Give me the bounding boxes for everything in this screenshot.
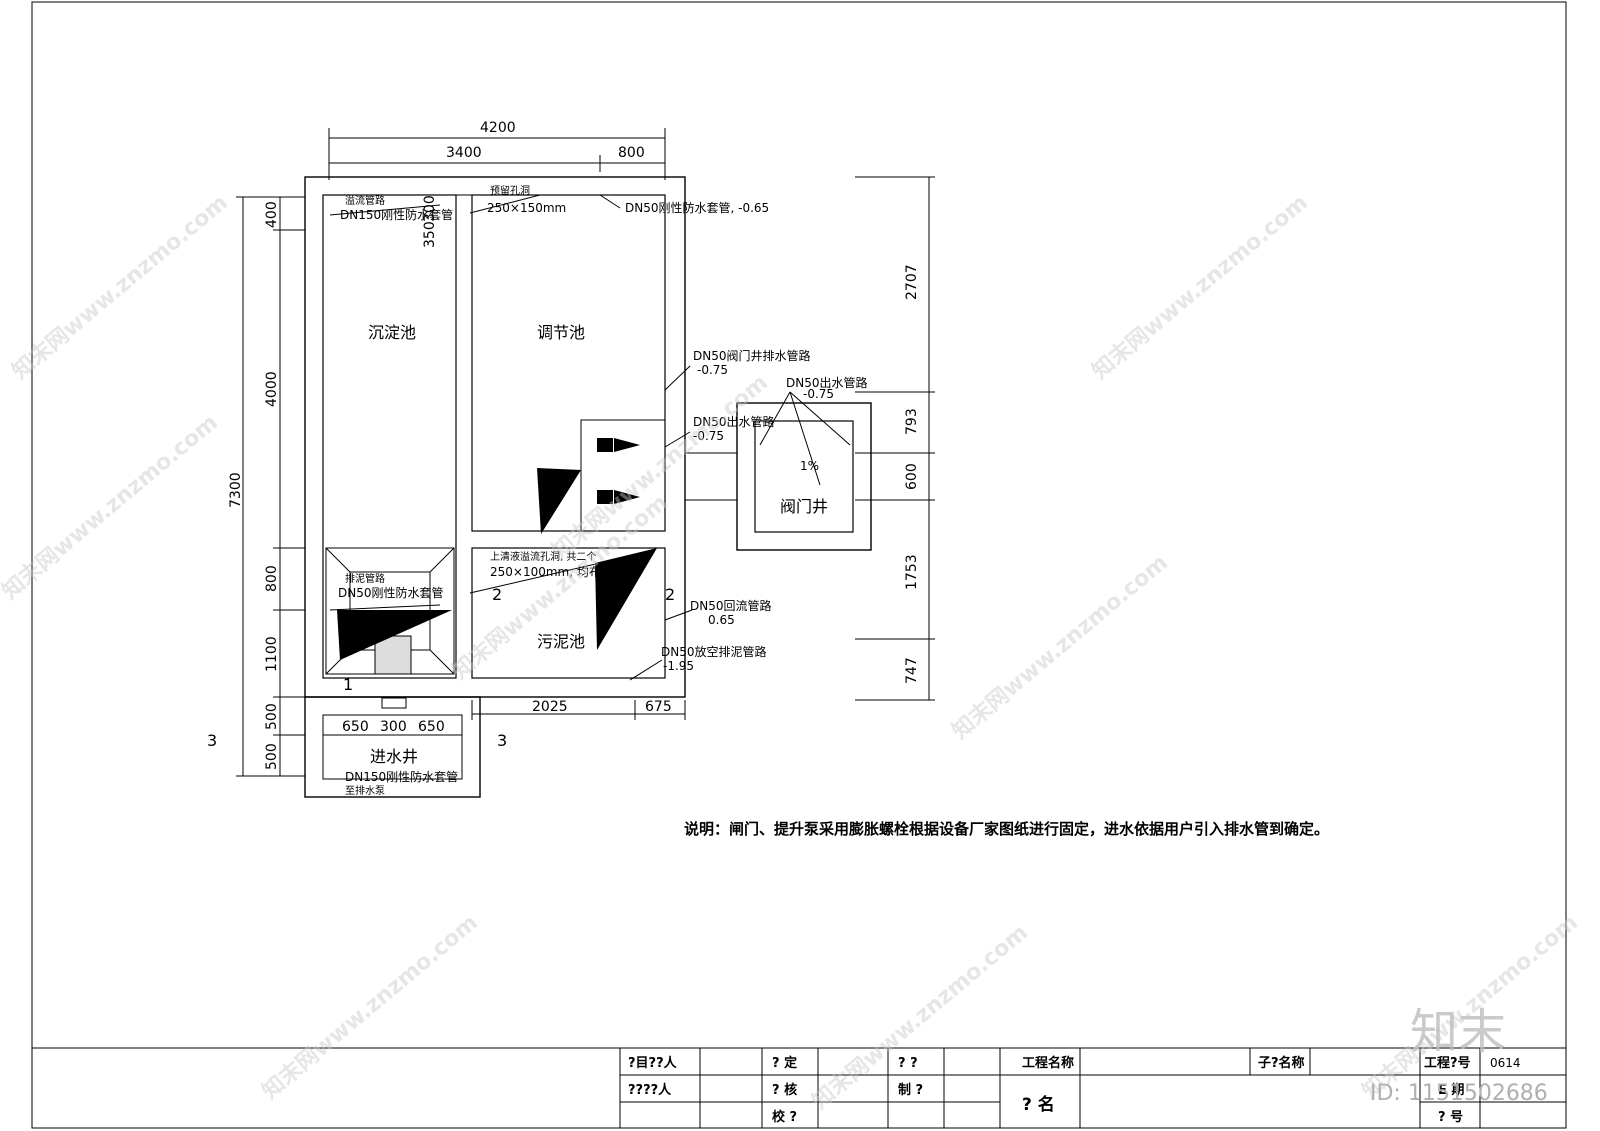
note-dn150-top: DN150刚性防水套管 xyxy=(340,207,453,222)
section-mark-1: 1 xyxy=(343,675,353,694)
dim-h500a: 500 xyxy=(264,703,280,730)
dim-b650b: 650 xyxy=(418,719,445,735)
note-dn50-drain: DN50放空排泥管路 xyxy=(661,644,767,659)
tb-r3c6: ? 号 xyxy=(1438,1110,1463,1125)
note-dn50-out2: DN50出水管路 xyxy=(693,414,775,429)
label-sludge-tank: 污泥池 xyxy=(537,632,585,651)
note-to-pump: 至排水泵 xyxy=(345,784,385,797)
note-sludge-pipe: 排泥管路 xyxy=(345,572,385,585)
section-mark-2b: 2 xyxy=(665,585,675,604)
dim-r2707: 2707 xyxy=(904,264,920,300)
note-clear-hole: 上清液溢流孔洞, 共二个 xyxy=(490,550,596,563)
tb-r1c6: 工程?号 xyxy=(1424,1056,1471,1071)
dim-b675: 675 xyxy=(645,699,672,715)
note-dn50-valve-elev: -0.75 xyxy=(697,363,728,377)
settle-tank-wall xyxy=(322,194,457,679)
note-slope: 1% xyxy=(800,459,819,473)
watermark-id: ID: 1151502686 xyxy=(1370,1081,1548,1106)
dim-h1100: 1100 xyxy=(264,636,280,672)
valve-well-outer xyxy=(736,402,872,551)
inlet-well-inner xyxy=(322,714,463,780)
label-adjust-tank: 调节池 xyxy=(537,323,585,342)
dim-h400: 400 xyxy=(264,201,280,228)
tb-r1c5: 子?名称 xyxy=(1258,1055,1305,1071)
dim-total-width: 4200 xyxy=(480,120,516,136)
note-dn50-top: DN50刚性防水套管, -0.65 xyxy=(625,200,769,215)
tb-r2c3: 制 ? xyxy=(898,1082,923,1098)
label-valve-well: 阀门井 xyxy=(780,497,828,516)
dim-r1753: 1753 xyxy=(904,554,920,590)
dim-r747: 747 xyxy=(904,657,920,684)
dim-h350: 350 xyxy=(422,221,438,248)
pump-box xyxy=(580,419,666,532)
note-hole-size-1: 250×150mm xyxy=(487,201,566,215)
dim-r793: 793 xyxy=(904,408,920,435)
watermark-layer: 知末网www.znzmo.com 知末网www.znzmo.com 知末网www… xyxy=(0,189,1583,1114)
tank-outer-wall xyxy=(304,176,686,698)
note-dn50-valve: DN50阀门井排水管路 xyxy=(693,348,811,363)
note-dn50-return-elev: 0.65 xyxy=(708,613,735,627)
tb-r1c1: ?目??人 xyxy=(628,1055,678,1071)
section-mark-3a: 3 xyxy=(207,731,217,750)
note-dn150-inlet: DN150刚性防水套管 xyxy=(345,769,458,784)
dim-h300: 300 xyxy=(422,195,438,222)
note-dn50-out2-elev: -0.75 xyxy=(693,429,724,443)
tb-r2c6: E 期 xyxy=(1438,1083,1464,1098)
tb-r1c3: ? ? xyxy=(898,1056,918,1071)
note-dn50-drain-elev: -1.95 xyxy=(663,659,694,673)
tb-r2c4: ? 名 xyxy=(1022,1094,1055,1115)
note-reserved-hole: 预留孔洞 xyxy=(490,184,530,197)
note-overflow-pipe: 溢流管路 xyxy=(345,194,385,207)
note-hole-size-2: 250×100mm, 均布 xyxy=(490,565,601,579)
note-dn50-left: DN50刚性防水套管 xyxy=(338,585,444,600)
brand-logo-text: 知末 xyxy=(1410,1004,1506,1060)
watermark-text: 知末网www.znzmo.com xyxy=(257,909,483,1104)
drawing-frame xyxy=(31,1,1567,1129)
tb-r2c1: ????人 xyxy=(628,1082,672,1098)
watermark-text: 知末网www.znzmo.com xyxy=(1087,189,1313,384)
general-note: 说明：闸门、提升泵采用膨胀螺栓根据设备厂家图纸进行固定，进水依据用户引入排水管到… xyxy=(684,820,1329,838)
dim-width-right: 800 xyxy=(618,145,645,161)
dim-h7300: 7300 xyxy=(228,472,244,508)
note-dn50-return: DN50回流管路 xyxy=(690,598,772,613)
watermark-text: 知末网www.znzmo.com xyxy=(447,489,673,684)
inlet-well-wall xyxy=(304,696,481,798)
tb-r1c6-value: 0614 xyxy=(1490,1056,1521,1070)
label-settle-tank: 沉淀池 xyxy=(368,323,416,342)
tb-r3c2: 校 ? xyxy=(772,1109,797,1125)
tb-r2c2: ? 核 xyxy=(772,1082,797,1098)
note-dn50-out: DN50出水管路 xyxy=(786,375,868,390)
dim-r600: 600 xyxy=(904,463,920,490)
dim-h4000: 4000 xyxy=(264,371,280,407)
watermark-text: 知末网www.znzmo.com xyxy=(0,409,223,604)
title-block xyxy=(32,1047,1566,1128)
note-dn50-out-elev: -0.75 xyxy=(803,387,834,401)
dim-h800: 800 xyxy=(264,565,280,592)
watermark-text: 知末网www.znzmo.com xyxy=(947,549,1173,744)
dim-b650a: 650 xyxy=(342,719,369,735)
section-mark-3b: 3 xyxy=(497,731,507,750)
section-mark-2: 2 xyxy=(492,585,502,604)
dim-h500b: 500 xyxy=(264,743,280,770)
watermark-text: 知末网www.znzmo.com xyxy=(7,189,233,384)
dim-b2025: 2025 xyxy=(532,699,568,715)
tb-r1c4: 工程名称 xyxy=(1022,1055,1074,1071)
dim-b300: 300 xyxy=(380,719,407,735)
tb-r1c2: ? 定 xyxy=(772,1055,797,1071)
valve-well-inner xyxy=(754,420,854,533)
label-inlet-well: 进水井 xyxy=(370,747,418,766)
dim-width-left: 3400 xyxy=(446,145,482,161)
